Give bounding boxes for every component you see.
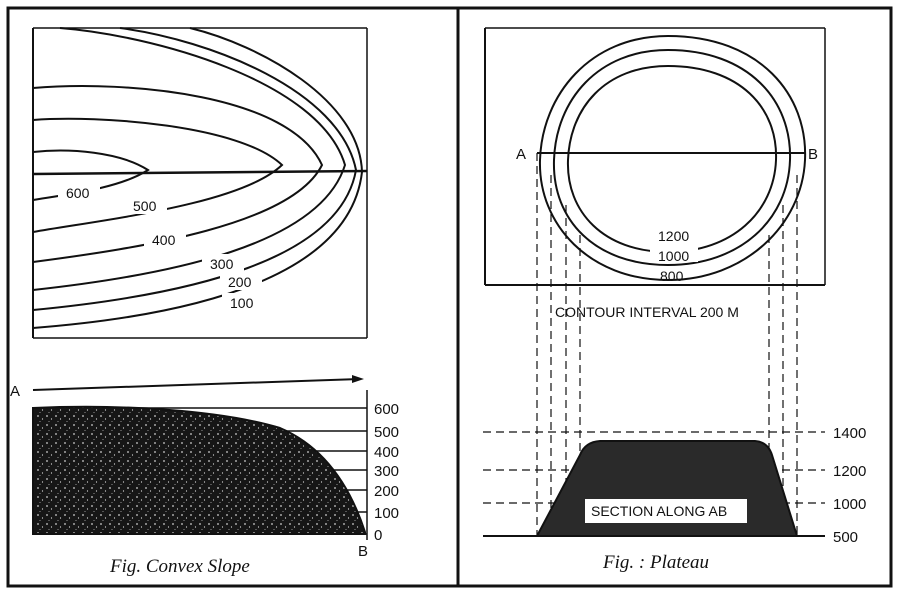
scale-label-600: 600 — [374, 401, 399, 418]
scale-label-300: 300 — [374, 463, 399, 480]
scale-label-500: 500 — [374, 424, 399, 441]
profile-line — [32, 169, 368, 176]
scale-label-0: 0 — [374, 527, 382, 544]
contour-label-500: 500 — [133, 198, 157, 214]
scale-label-200: 200 — [374, 483, 399, 500]
contour-line-1000 — [552, 48, 792, 267]
point-b-label: B — [358, 543, 368, 560]
contour-interval-note: CONTOUR INTERVAL 200 M — [555, 304, 739, 320]
scale-label-1200: 1200 — [833, 463, 866, 480]
scale-label-500: 500 — [833, 529, 858, 546]
contour-line-300 — [32, 27, 347, 291]
figure-caption: Fig. Convex Slope — [109, 556, 250, 577]
contour-label-800: 800 — [660, 268, 684, 284]
plateau-figure: A B 1200 1000 800 CONTOUR INTERVAL 200 M… — [483, 27, 866, 573]
section-line-ab — [32, 378, 361, 391]
contour-label-200: 200 — [228, 274, 252, 290]
scale-label-400: 400 — [374, 444, 399, 461]
contour-line-200 — [32, 27, 358, 311]
contour-label-300: 300 — [210, 256, 234, 272]
point-b-label: B — [808, 146, 818, 163]
contour-line-500 — [32, 117, 284, 233]
section-label: SECTION ALONG AB — [591, 503, 727, 519]
contour-label-1000: 1000 — [658, 248, 689, 264]
scale-label-1000: 1000 — [833, 496, 866, 513]
contour-label-100: 100 — [230, 295, 254, 311]
contour-line-100 — [32, 27, 364, 329]
convex-slope-profile — [32, 405, 366, 535]
scale-label-100: 100 — [374, 505, 399, 522]
contour-label-600: 600 — [66, 185, 90, 201]
point-a-label: A — [516, 146, 526, 163]
figure-caption: Fig. : Plateau — [602, 552, 709, 573]
arrow-icon — [352, 375, 364, 383]
point-a-label: A — [10, 383, 20, 400]
contour-label-1200: 1200 — [658, 228, 689, 244]
scale-label-1400: 1400 — [833, 425, 866, 442]
contour-label-400: 400 — [152, 232, 176, 248]
contour-line-1200 — [566, 64, 778, 254]
contour-line-800 — [538, 34, 807, 282]
convex-slope-figure: 600 500 400 300 200 100 A 600 500 — [10, 27, 399, 577]
outer-border — [6, 6, 893, 588]
contour-line-400 — [32, 85, 324, 263]
section-label-box — [585, 499, 747, 523]
